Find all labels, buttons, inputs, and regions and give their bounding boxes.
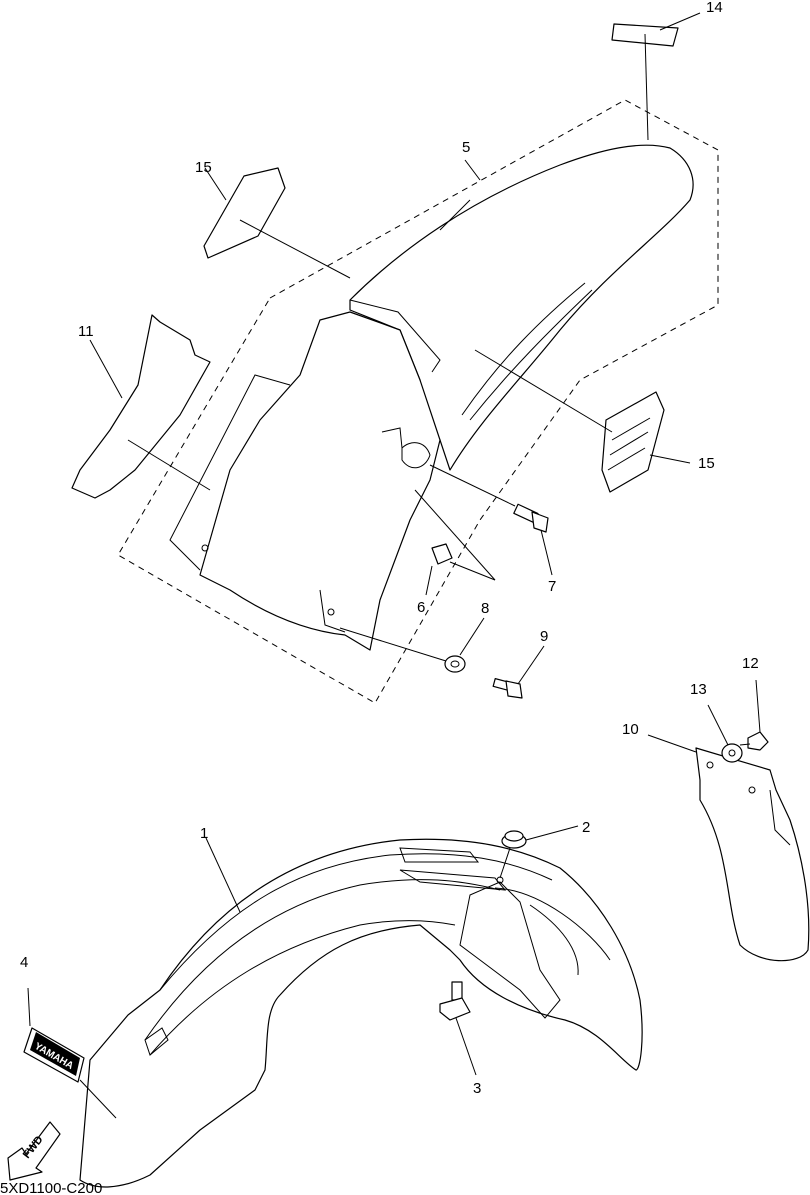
callout-15-right: 15 (698, 455, 715, 472)
callout-1: 1 (200, 825, 208, 842)
callout-11: 11 (78, 323, 94, 340)
part-14-decal (611, 12, 701, 141)
callout-2: 2 (582, 819, 590, 836)
part-2-grommet (499, 825, 579, 879)
part-1-front-fender (79, 837, 643, 1188)
part-15-right-decal (474, 349, 691, 493)
part-8-washer (339, 617, 485, 673)
callout-13: 13 (690, 681, 707, 698)
callout-7: 7 (548, 578, 556, 595)
callout-15-upper: 15 (195, 159, 212, 176)
part-13-washer (707, 704, 743, 763)
callout-14: 14 (706, 0, 723, 16)
part-15-upper-decal (203, 167, 351, 279)
part-3-bolt (439, 981, 477, 1076)
callout-5: 5 (462, 139, 470, 156)
part-6-nut (414, 489, 496, 596)
part-4-yamaha-decal: YAMAHA (23, 987, 117, 1119)
diagram-code: 5XD1100-C200 (0, 1180, 102, 1195)
callout-8: 8 (481, 600, 489, 617)
part-7-bolt (429, 464, 553, 576)
part-9-bolt (492, 645, 545, 699)
part-5-rear-fender (349, 144, 694, 471)
fwd-arrow-icon: FWD (7, 1121, 61, 1181)
inner-rear-mudguard (169, 311, 441, 651)
rear-fender-assembly-outline (117, 99, 719, 704)
callout-12: 12 (742, 655, 759, 672)
part-10-rear-mudflap (647, 734, 810, 962)
callout-9: 9 (540, 628, 548, 645)
callout-6: 6 (417, 599, 425, 616)
part-12-screw (739, 679, 769, 751)
callout-10: 10 (622, 721, 639, 738)
part-11-side-plate (71, 314, 211, 499)
callout-3: 3 (473, 1080, 481, 1097)
callout-4: 4 (20, 954, 28, 971)
